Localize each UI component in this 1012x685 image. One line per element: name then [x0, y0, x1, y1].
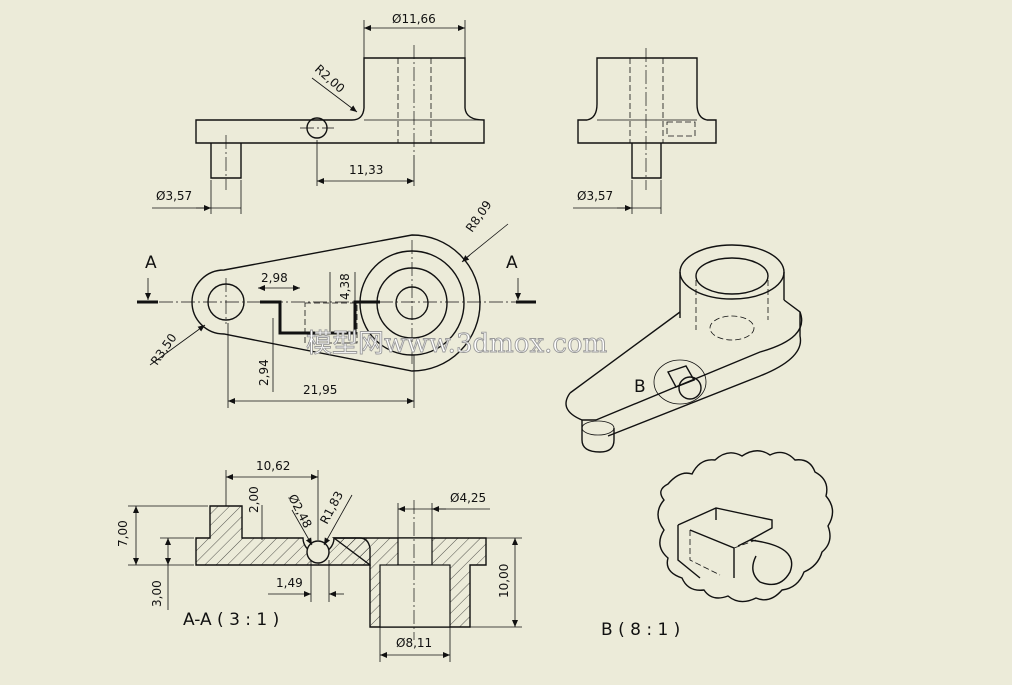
dim-top-radius: R2,00 — [312, 62, 347, 96]
dim-sec-3-00: 3,00 — [150, 580, 164, 607]
detail-title: B ( 8 : 1 ) — [601, 620, 680, 640]
dim-plan-4-38: 4,38 — [338, 273, 352, 300]
dim-sec-10-00: 10,00 — [497, 564, 511, 598]
dim-plan-r-big: R8,09 — [463, 198, 495, 235]
isometric-view: B — [565, 244, 803, 453]
section-mark-right: A — [506, 253, 518, 273]
dim-plan-2-98: 2,98 — [261, 271, 288, 285]
watermark: 模型网www.3dmox.com — [306, 329, 607, 359]
front-view: Ø11,66 R2,00 11,33 Ø3,57 — [152, 12, 485, 214]
dim-sec-2-00: 2,00 — [247, 486, 261, 513]
dim-sec-dia-8-11: Ø8,11 — [396, 636, 432, 650]
dim-sec-dia-2-48: Ø2,48 — [285, 492, 314, 531]
dim-sec-7-00: 7,00 — [116, 520, 130, 547]
detail-mark: B — [634, 377, 646, 397]
side-view: Ø3,57 — [573, 48, 717, 214]
section-title: A-A ( 3 : 1 ) — [183, 610, 279, 630]
dim-plan-2-94: 2,94 — [257, 359, 271, 386]
dim-sec-1-49: 1,49 — [276, 576, 303, 590]
dim-sec-r-1-83: R1,83 — [317, 489, 346, 527]
dim-side-pin-dia: Ø3,57 — [577, 189, 613, 203]
plan-view: A A R8,09 R3,50 2,98 4,38 21,95 2,94 — [137, 198, 536, 408]
section-mark-left: A — [145, 253, 157, 273]
dim-plan-r-small: R3,50 — [148, 331, 180, 368]
dim-plan-21-95: 21,95 — [303, 383, 337, 397]
detail-b: B ( 8 : 1 ) — [601, 450, 834, 640]
dim-top-boss-dia: Ø11,66 — [392, 12, 436, 26]
dim-top-center-dist: 11,33 — [349, 163, 383, 177]
dim-sec-dia-4-25: Ø4,25 — [450, 491, 486, 505]
section-a-a: 10,62 2,00 Ø2,48 R1,83 Ø4,25 7,00 3,00 1… — [116, 459, 522, 662]
dim-sec-10-62: 10,62 — [256, 459, 290, 473]
dim-top-pin-dia: Ø3,57 — [156, 189, 192, 203]
